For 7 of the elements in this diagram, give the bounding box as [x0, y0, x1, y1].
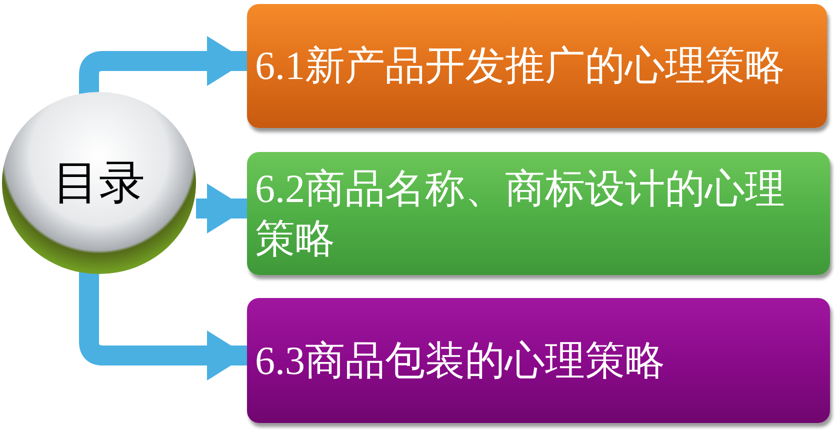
topic-box: 6.3商品包装的心理策略 — [247, 298, 830, 423]
topic-box: 6.1新产品开发推广的心理策略 — [247, 4, 827, 128]
arrow — [196, 184, 247, 234]
title-circle: 目录 — [2, 92, 196, 274]
topic-box: 6.2商品名称、商标设计的心理策略 — [247, 152, 830, 275]
arrow — [79, 36, 247, 94]
arrow — [79, 272, 247, 380]
